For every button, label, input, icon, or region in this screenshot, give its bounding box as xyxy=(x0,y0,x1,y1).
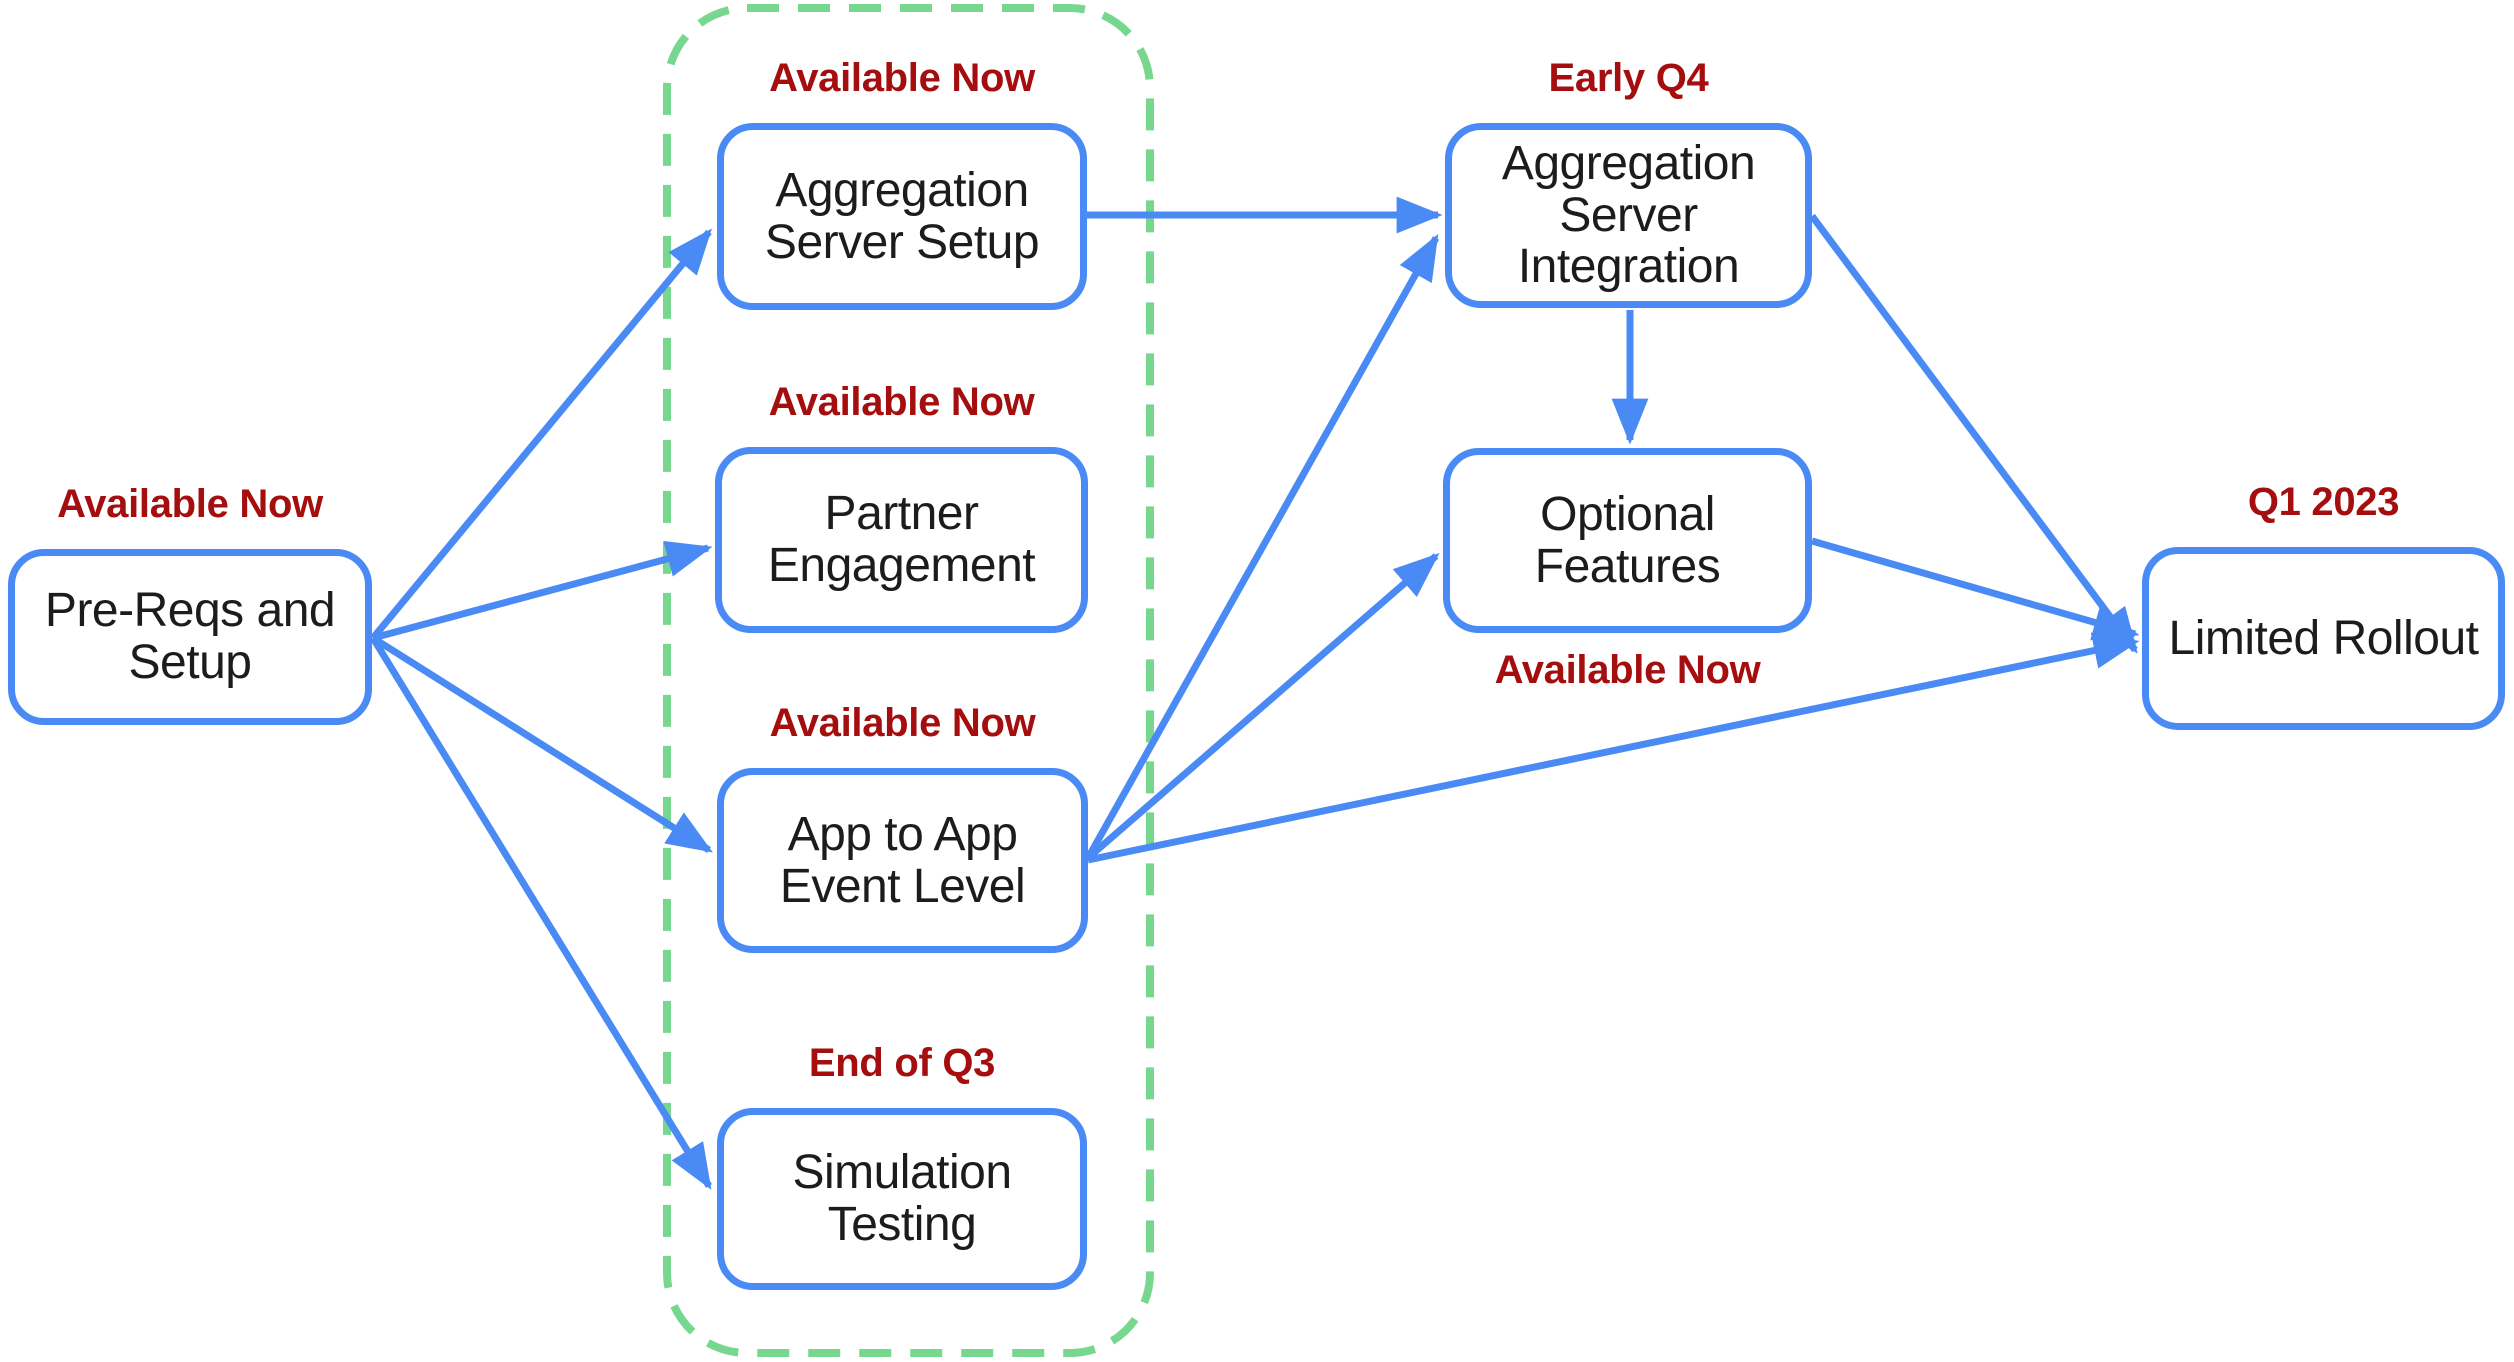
label-app2app: App to App Event Level xyxy=(779,807,1026,913)
node-agg-setup: Available Now Aggregation Server Setup xyxy=(717,56,1087,310)
edge-app2app-to-agg-integration xyxy=(1084,233,1440,860)
status-agg-integration: Early Q4 xyxy=(1548,56,1709,100)
status-app2app: Available Now xyxy=(769,701,1036,745)
edge-app2app-to-optional xyxy=(1085,552,1440,861)
status-optional: Available Now xyxy=(1494,648,1761,692)
edge-app2app-to-limited xyxy=(1087,632,2140,864)
status-simulation: End of Q3 xyxy=(808,1041,996,1085)
label-agg-integration: Aggregation Server Integration xyxy=(1501,136,1756,294)
group-outline-available-now xyxy=(663,4,1154,1357)
status-limited: Q1 2023 xyxy=(2247,480,2400,524)
label-pre-reqs: Pre-Reqs and Setup xyxy=(44,584,336,689)
node-agg-integration: Early Q4 Aggregation Server Integration xyxy=(1445,56,1812,308)
edge-pre-reqs-to-app2app xyxy=(371,635,713,853)
status-pre-reqs: Available Now xyxy=(57,482,323,526)
edge-pre-reqs-to-agg-setup xyxy=(370,228,712,641)
edge-pre-reqs-to-partner xyxy=(372,540,713,642)
node-simulation: End of Q3 Simulation Testing xyxy=(717,1041,1087,1290)
node-limited: Q1 2023 Limited Rollout xyxy=(2142,480,2505,730)
node-pre-reqs: Available Now Pre-Reqs and Setup xyxy=(8,482,372,725)
edge-agg-integration-to-limited xyxy=(1809,213,2138,654)
label-partner: Partner Engagement xyxy=(767,487,1036,592)
label-limited: Limited Rollout xyxy=(2168,611,2479,665)
node-app2app: Available Now App to App Event Level xyxy=(717,701,1088,953)
status-partner: Available Now xyxy=(768,380,1035,424)
edge-pre-reqs-to-simulation xyxy=(370,636,712,1190)
edge-optional-to-limited xyxy=(1811,537,2140,641)
label-optional: Optional Features xyxy=(1534,487,1721,593)
status-agg-setup: Available Now xyxy=(769,56,1035,100)
label-simulation: Simulation Testing xyxy=(792,1146,1012,1251)
node-partner: Available Now Partner Engagement xyxy=(715,380,1088,633)
label-agg-setup: Aggregation Server Setup xyxy=(764,163,1040,269)
node-optional: Available Now Optional Features xyxy=(1443,448,1812,692)
